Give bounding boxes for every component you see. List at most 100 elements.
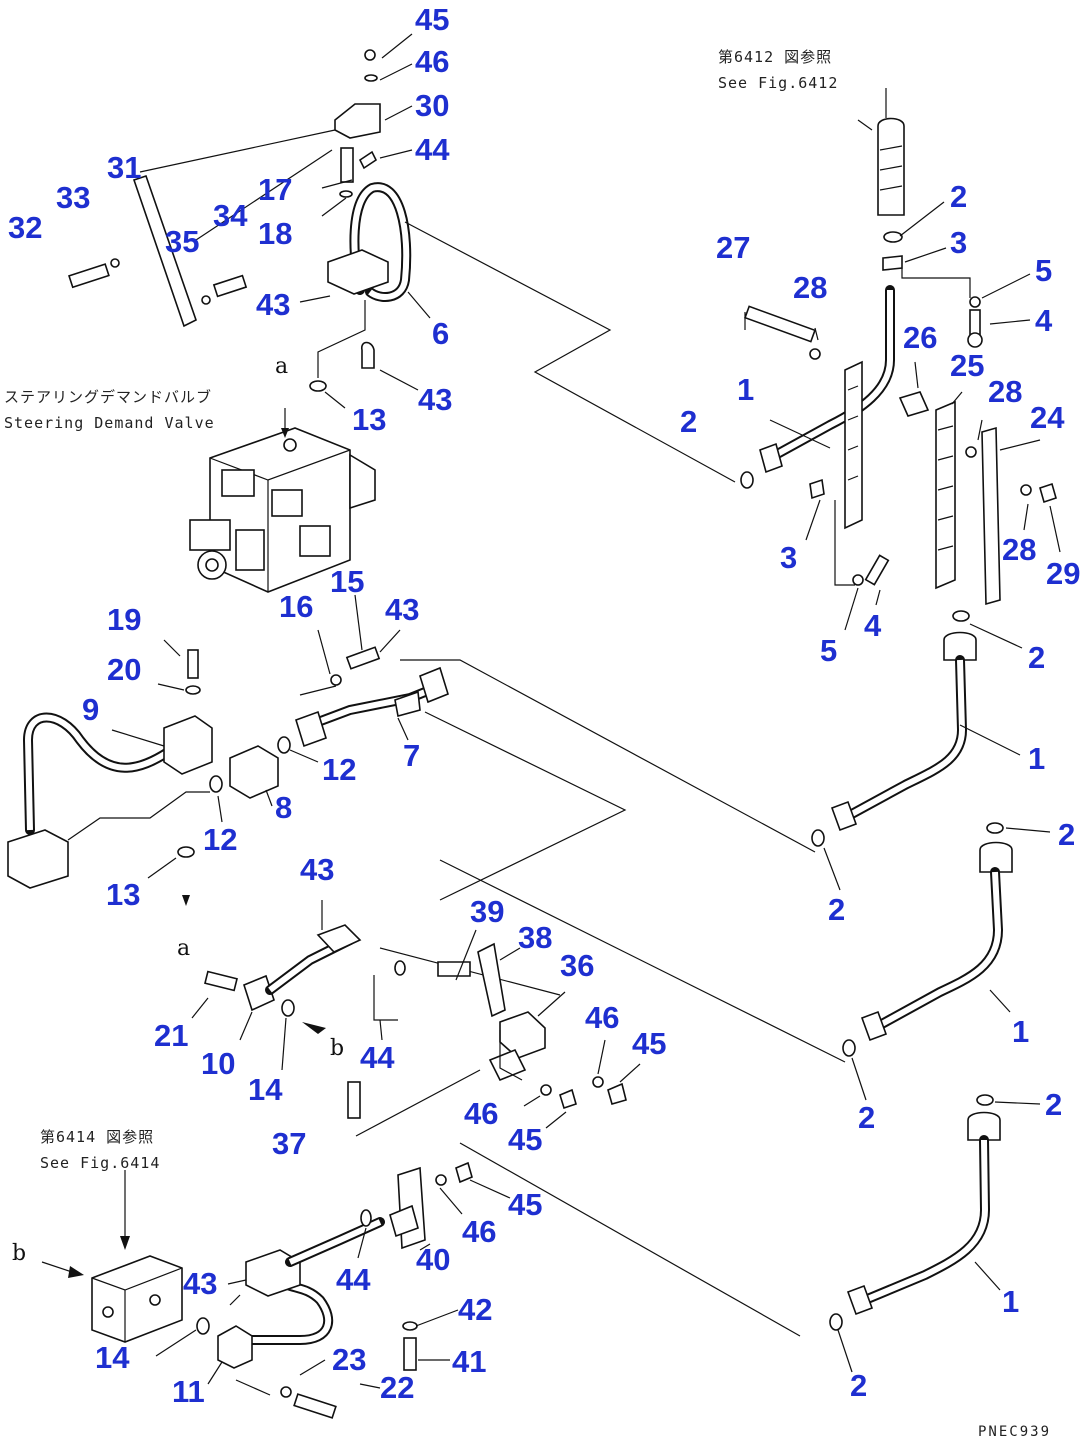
pipe-9: [22, 712, 173, 835]
part-label-46[interactable]: 46: [462, 1214, 496, 1249]
part-label-5[interactable]: 5: [1035, 253, 1052, 288]
part-label-14[interactable]: 14: [248, 1072, 283, 1107]
nut-45-mid2: [607, 1082, 627, 1105]
part-label-43[interactable]: 43: [256, 287, 290, 322]
strap-31: [132, 174, 197, 328]
washer-46-top: [364, 74, 378, 82]
part-label-28[interactable]: 28: [988, 374, 1022, 409]
part-label-37[interactable]: 37: [272, 1126, 306, 1161]
part-label-29[interactable]: 29: [1046, 556, 1080, 591]
part-label-45[interactable]: 45: [508, 1122, 542, 1157]
part-label-28[interactable]: 28: [1002, 532, 1036, 567]
washer-28: [809, 348, 821, 360]
part-label-35[interactable]: 35: [165, 224, 199, 259]
part-label-23[interactable]: 23: [332, 1342, 366, 1377]
part-label-20[interactable]: 20: [107, 652, 141, 687]
part-label-17[interactable]: 17: [258, 172, 292, 207]
part-label-43[interactable]: 43: [418, 382, 452, 417]
part-label-43[interactable]: 43: [300, 852, 334, 887]
part-label-45[interactable]: 45: [508, 1187, 542, 1222]
block-6414: [91, 1255, 183, 1343]
part-label-46[interactable]: 46: [585, 1000, 619, 1035]
part-label-38[interactable]: 38: [518, 920, 552, 955]
part-label-42[interactable]: 42: [458, 1292, 492, 1327]
part-label-11[interactable]: 11: [172, 1374, 205, 1409]
clamp-43-mid2: [394, 690, 421, 718]
part-label-9[interactable]: 9: [82, 692, 99, 727]
part-label-3[interactable]: 3: [780, 540, 797, 575]
part-label-44[interactable]: 44: [336, 1262, 371, 1297]
part-label-32[interactable]: 32: [8, 210, 42, 245]
part-label-5[interactable]: 5: [820, 633, 837, 668]
part-label-21[interactable]: 21: [154, 1018, 188, 1053]
part-label-2[interactable]: 2: [850, 1368, 867, 1403]
part-label-33[interactable]: 33: [56, 180, 90, 215]
letter-a-top: a: [275, 354, 288, 379]
part-label-2[interactable]: 2: [680, 404, 697, 439]
bracket-36: [499, 1011, 546, 1059]
part-label-46[interactable]: 46: [415, 44, 449, 79]
part-label-28[interactable]: 28: [793, 270, 827, 305]
part-label-15[interactable]: 15: [330, 564, 364, 599]
part-label-43[interactable]: 43: [183, 1266, 217, 1301]
part-label-2[interactable]: 2: [828, 892, 845, 927]
letter-b-mid: b: [330, 1036, 344, 1061]
part-callouts: 45 46 30 44 17 18 31 33 32 34 35 43 6 43…: [8, 2, 1080, 1409]
block-9-end: [163, 715, 213, 775]
part-label-34[interactable]: 34: [213, 198, 248, 233]
part-label-2[interactable]: 2: [858, 1100, 875, 1135]
part-label-24[interactable]: 24: [1030, 400, 1065, 435]
flange-10: [243, 974, 275, 1012]
part-label-44[interactable]: 44: [360, 1040, 395, 1075]
part-label-39[interactable]: 39: [470, 894, 504, 929]
part-label-2[interactable]: 2: [950, 179, 967, 214]
part-label-2[interactable]: 2: [1045, 1087, 1062, 1122]
part-label-1[interactable]: 1: [737, 372, 754, 407]
part-label-43[interactable]: 43: [385, 592, 419, 627]
part-label-41[interactable]: 41: [452, 1344, 486, 1379]
part-label-40[interactable]: 40: [416, 1242, 450, 1277]
part-label-6[interactable]: 6: [432, 316, 449, 351]
part-label-45[interactable]: 45: [415, 2, 449, 37]
part-label-1[interactable]: 1: [1028, 741, 1045, 776]
part-label-13[interactable]: 13: [106, 877, 140, 912]
part-label-25[interactable]: 25: [950, 348, 984, 383]
washer-46-mid: [540, 1084, 552, 1096]
part-label-27[interactable]: 27: [716, 230, 750, 265]
part-label-31[interactable]: 31: [107, 150, 141, 185]
figure-code: PNEC939: [978, 1424, 1051, 1440]
part-label-44[interactable]: 44: [415, 132, 450, 167]
part-label-8[interactable]: 8: [275, 790, 292, 825]
bracket-38: [477, 942, 506, 1018]
valve-label-jp: ステアリングデマンドバルブ: [4, 388, 212, 406]
part-label-26[interactable]: 26: [903, 320, 937, 355]
oring-14-b: [196, 1317, 210, 1335]
part-label-30[interactable]: 30: [415, 88, 449, 123]
part-label-46[interactable]: 46: [464, 1096, 498, 1131]
part-label-18[interactable]: 18: [258, 216, 292, 251]
block-9-left: [7, 829, 69, 889]
part-label-7[interactable]: 7: [403, 738, 420, 773]
part-label-1[interactable]: 1: [1002, 1284, 1019, 1319]
washer-44-bottom: [360, 1209, 372, 1227]
washer-35: [201, 295, 211, 305]
valve-label-en: Steering Demand Valve: [4, 414, 215, 432]
part-label-22[interactable]: 22: [380, 1370, 414, 1405]
part-label-19[interactable]: 19: [107, 602, 141, 637]
part-label-12[interactable]: 12: [322, 752, 356, 787]
part-label-2[interactable]: 2: [1028, 640, 1045, 675]
part-label-45[interactable]: 45: [632, 1026, 666, 1061]
part-label-4[interactable]: 4: [1035, 303, 1053, 338]
part-label-2[interactable]: 2: [1058, 817, 1075, 852]
pipe-1-third: [875, 867, 1004, 1030]
part-label-12[interactable]: 12: [203, 822, 237, 857]
part-label-4[interactable]: 4: [864, 608, 882, 643]
part-label-3[interactable]: 3: [950, 225, 967, 260]
part-label-16[interactable]: 16: [279, 589, 313, 624]
part-label-10[interactable]: 10: [201, 1046, 235, 1081]
part-label-13[interactable]: 13: [352, 402, 386, 437]
part-label-36[interactable]: 36: [560, 948, 594, 983]
part-label-1[interactable]: 1: [1012, 1014, 1029, 1049]
part-label-14[interactable]: 14: [95, 1340, 130, 1375]
